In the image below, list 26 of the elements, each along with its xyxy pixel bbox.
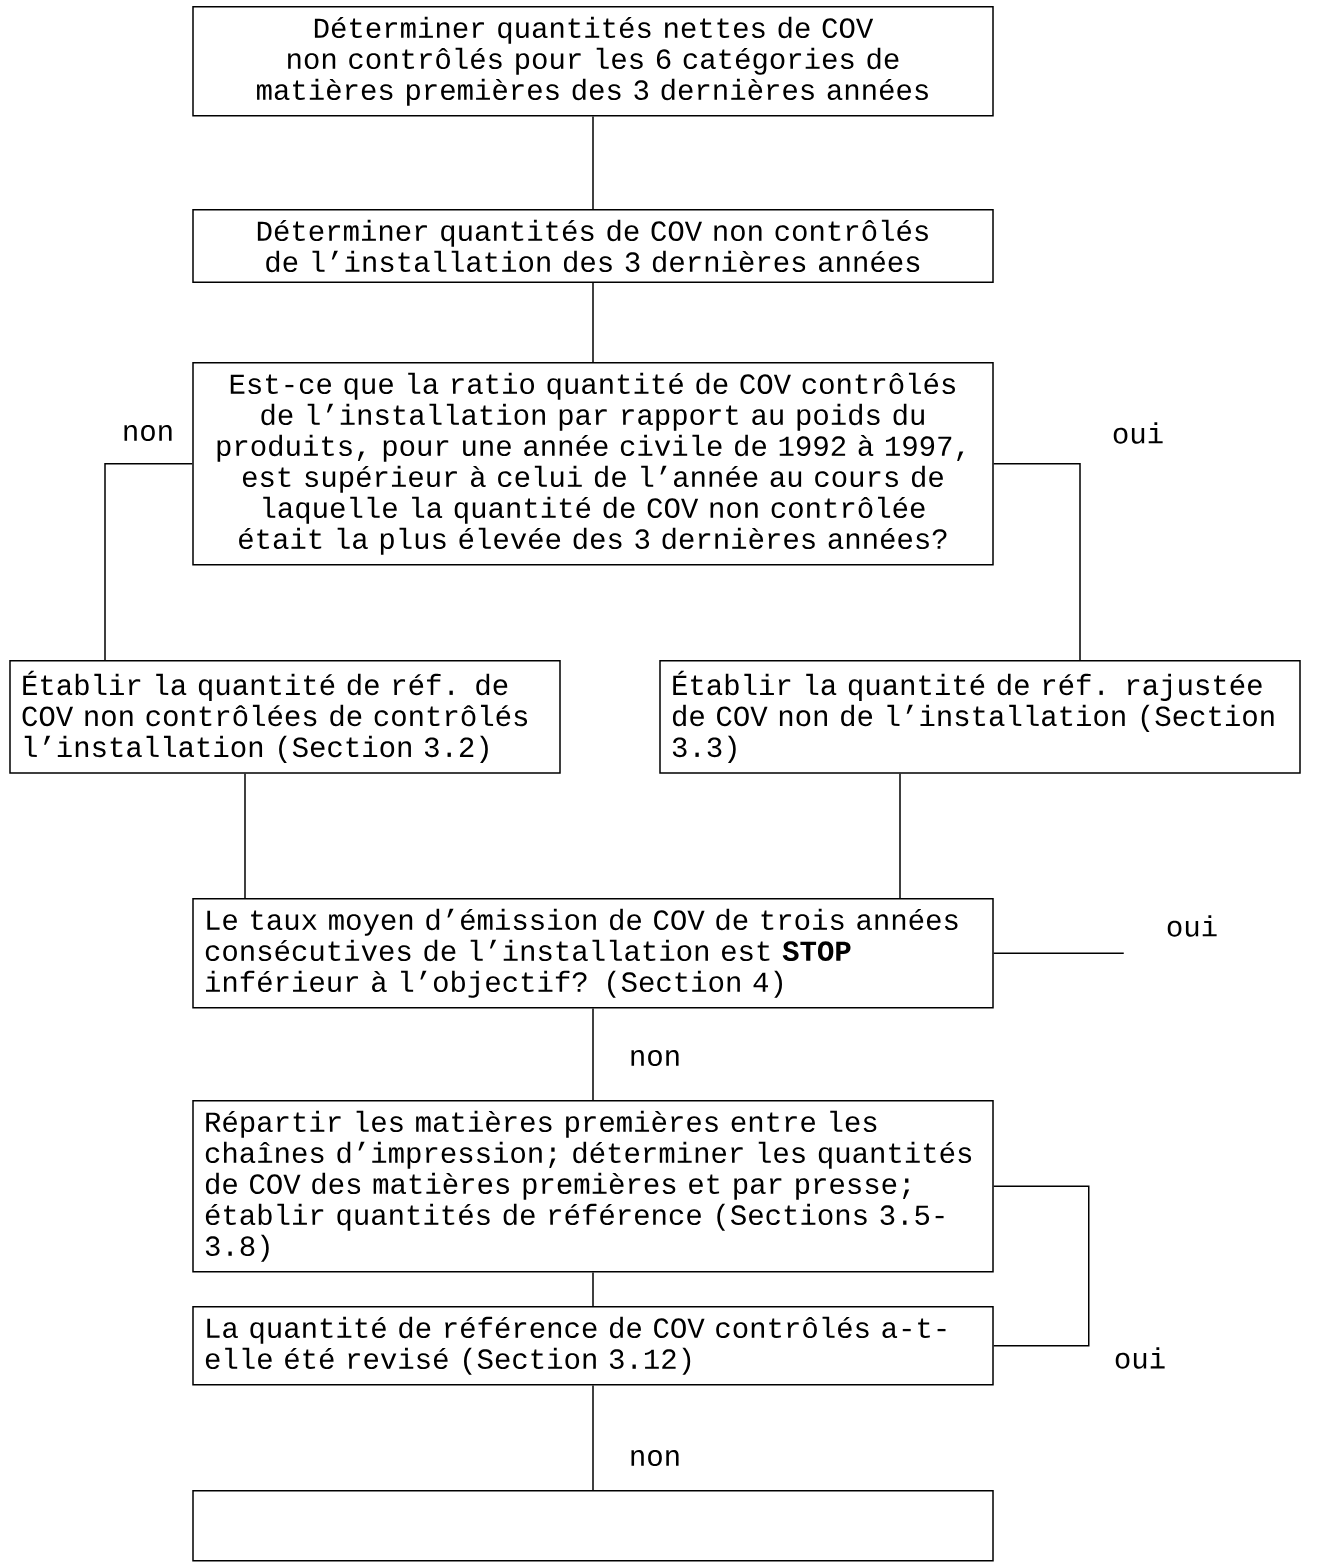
edge-label: oui xyxy=(1111,1345,1169,1371)
connector-line xyxy=(993,1185,1090,1347)
process-box: Établir la quantité de réf. de COV non contrôlées de contrôlés l’installation (Section 3.2) xyxy=(9,660,561,774)
decision-box: Le taux moyen d’émission de COV de trois années consécutives de l’installation est STOP inférieur à l’objectif? (Section 4) xyxy=(192,898,994,1009)
edge-label: non xyxy=(626,1448,684,1468)
edge-label: oui xyxy=(1109,420,1167,446)
decision-box: La quantité de référence de COV contrôlés a-t-elle été revisé (Section 3.12) xyxy=(192,1306,994,1386)
process-box: Répartir les matières premières entre les chaînes d’impression; déterminer les quantités de COV des matières premières et par presse; établir quantités de référence (Sections 3.5-3.8) xyxy=(192,1100,994,1273)
connector-line xyxy=(993,952,1125,955)
connector-line xyxy=(592,1271,594,1307)
connector-line xyxy=(104,463,193,661)
edge-label: oui xyxy=(1163,913,1221,939)
empty-box xyxy=(192,1490,994,1562)
connector-line xyxy=(592,1007,594,1101)
process-box: Déterminer quantités de COV non contrôlés de l’installation des 3 dernières années xyxy=(192,209,994,283)
edge-label: non xyxy=(119,423,177,443)
process-box: Établir la quantité de réf. rajustée de COV non de l’installation (Section 3.3) xyxy=(659,660,1301,774)
decision-box: Est-ce que la ratio quantité de COV contrôlés de l’installation par rapport au poids du produits, pour une année civile de 1992 à 1997, est supérieur à celui de l’année au cours de laquelle la quantité de COV non contrôlée était la plus élevée des 3 dernières années? xyxy=(192,362,994,566)
process-box: Déterminer quantités nettes de COV non contrôlés pour les 6 catégories de matières premières des 3 dernières années xyxy=(192,6,994,117)
connector-line xyxy=(592,282,594,363)
connector-line xyxy=(993,463,1081,661)
connector-line xyxy=(592,115,594,210)
connector-line xyxy=(592,1384,594,1491)
connector-line xyxy=(244,772,246,899)
connector-line xyxy=(899,772,901,899)
edge-label: non xyxy=(626,1048,684,1068)
